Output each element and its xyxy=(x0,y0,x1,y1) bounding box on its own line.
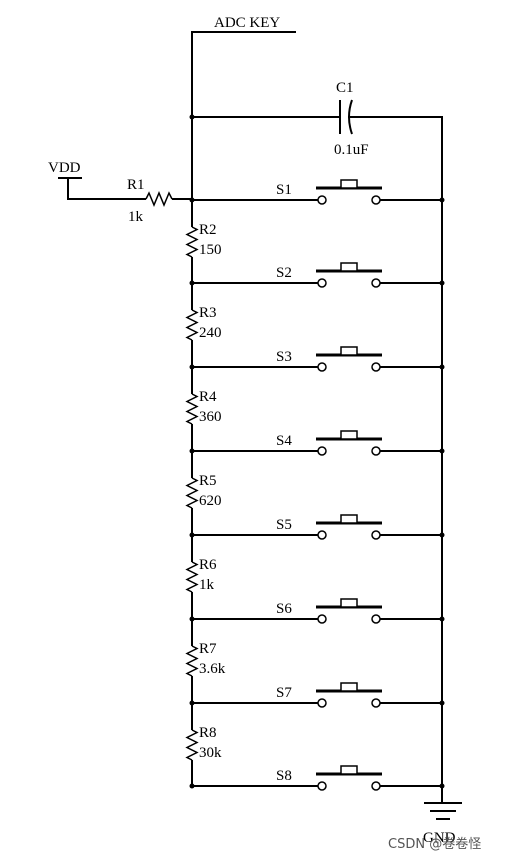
switch-contact xyxy=(317,446,327,456)
switch-contact xyxy=(317,614,327,624)
resistor-value: 620 xyxy=(199,493,222,509)
switch-contact xyxy=(317,195,327,205)
switch-button xyxy=(340,765,358,775)
adc-key-net: ADC KEY xyxy=(191,15,296,200)
switch-contact xyxy=(317,530,327,540)
resistor-name: R2 xyxy=(199,222,217,238)
resistor-value: 240 xyxy=(199,325,222,341)
switch-button xyxy=(340,430,358,440)
resistor-symbol xyxy=(185,561,199,593)
resistor-symbol xyxy=(185,393,199,425)
resistor-name: R5 xyxy=(199,473,217,489)
switch-contact xyxy=(317,362,327,372)
switch-label: S7 xyxy=(276,685,292,701)
resistor-symbol xyxy=(185,309,199,341)
switch-contact xyxy=(371,614,381,624)
switch-contact xyxy=(371,781,381,791)
resistor-value: 3.6k xyxy=(199,661,226,677)
switch-label: S2 xyxy=(276,265,292,281)
resistor-value: 30k xyxy=(199,745,222,761)
switch-label: S5 xyxy=(276,517,292,533)
switch-button xyxy=(340,346,358,356)
switch-contact xyxy=(371,530,381,540)
resistor-symbol xyxy=(185,477,199,509)
switch-label: S8 xyxy=(276,768,292,784)
switch-label: S4 xyxy=(276,433,292,449)
resistor-name: R7 xyxy=(199,641,217,657)
switch-button xyxy=(340,179,358,189)
switch-label: S6 xyxy=(276,601,292,617)
resistor-symbol xyxy=(185,226,199,258)
vdd-r1-branch: VDD R1 1k xyxy=(48,160,192,225)
vdd-label: VDD xyxy=(48,160,81,176)
switch-button xyxy=(340,514,358,524)
resistor-value: 360 xyxy=(199,409,222,425)
ladder-stage: S1 xyxy=(189,179,445,205)
switch-contact xyxy=(317,781,327,791)
switch-label: S1 xyxy=(276,182,292,198)
junction-dot xyxy=(189,783,195,789)
junction-dot xyxy=(189,114,195,120)
net-label-adc-key: ADC KEY xyxy=(214,15,280,31)
resistor-value: 1k xyxy=(199,577,215,593)
capacitor-value: 0.1uF xyxy=(334,142,369,158)
resistor-name: R6 xyxy=(199,557,217,573)
r1-name: R1 xyxy=(127,177,145,193)
switch-contact xyxy=(317,278,327,288)
switch-contact xyxy=(371,362,381,372)
switch-contact xyxy=(371,195,381,205)
ground-rail: GND xyxy=(423,200,462,846)
switch-contact xyxy=(371,278,381,288)
capacitor-name: C1 xyxy=(336,80,354,96)
switch-label: S3 xyxy=(276,349,292,365)
resistor-symbol xyxy=(185,645,199,677)
switch-contact xyxy=(371,446,381,456)
switch-button xyxy=(340,598,358,608)
capacitor-c1: C1 0.1uF xyxy=(192,80,443,200)
watermark: CSDN @卷卷怪 xyxy=(388,836,481,852)
switch-button xyxy=(340,682,358,692)
switch-contact xyxy=(371,698,381,708)
switch-contact xyxy=(317,698,327,708)
gnd-label: GND xyxy=(423,830,456,846)
resistor-symbol xyxy=(185,729,199,761)
resistor-name: R3 xyxy=(199,305,217,321)
switch-button xyxy=(340,262,358,272)
resistor-name: R8 xyxy=(199,725,217,741)
resistor-name: R4 xyxy=(199,389,217,405)
resistor-value: 150 xyxy=(199,242,222,258)
r1-value: 1k xyxy=(128,209,144,225)
